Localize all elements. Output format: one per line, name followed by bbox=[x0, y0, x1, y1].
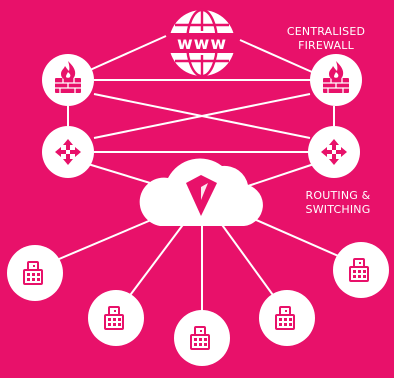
building-icon bbox=[88, 290, 144, 346]
firewall-label-line-1: CENTRALISED bbox=[286, 25, 366, 38]
router-icon bbox=[308, 126, 360, 178]
link-internet-firewall-left bbox=[89, 35, 167, 71]
firewall-label-line-2: FIREWALL bbox=[298, 39, 354, 52]
cloud-icon bbox=[139, 158, 263, 226]
link-firewall-right-router-left bbox=[93, 93, 311, 139]
building-icon bbox=[174, 310, 230, 366]
link-hub-site-4 bbox=[219, 221, 279, 303]
building-icon bbox=[7, 245, 63, 301]
internet-label: www bbox=[177, 34, 227, 54]
building-icon bbox=[333, 242, 389, 298]
firewall-label: CENTRALISED FIREWALL bbox=[278, 25, 374, 53]
router-icon bbox=[42, 126, 94, 178]
routing-label: ROUTING & SWITCHING bbox=[290, 189, 386, 217]
firewall-icon bbox=[42, 54, 94, 106]
link-router-left-hub bbox=[87, 163, 161, 187]
link-hub-site-2 bbox=[124, 221, 186, 303]
globe-icon: www bbox=[168, 8, 236, 78]
routing-label-line-1: ROUTING & bbox=[305, 189, 371, 202]
routing-label-line-2: SWITCHING bbox=[305, 203, 371, 216]
link-hub-site-5 bbox=[237, 211, 353, 263]
building-icon bbox=[259, 290, 315, 346]
link-router-right-hub bbox=[247, 163, 315, 187]
link-internet-firewall-right bbox=[239, 39, 313, 73]
firewall-icon bbox=[310, 54, 362, 106]
